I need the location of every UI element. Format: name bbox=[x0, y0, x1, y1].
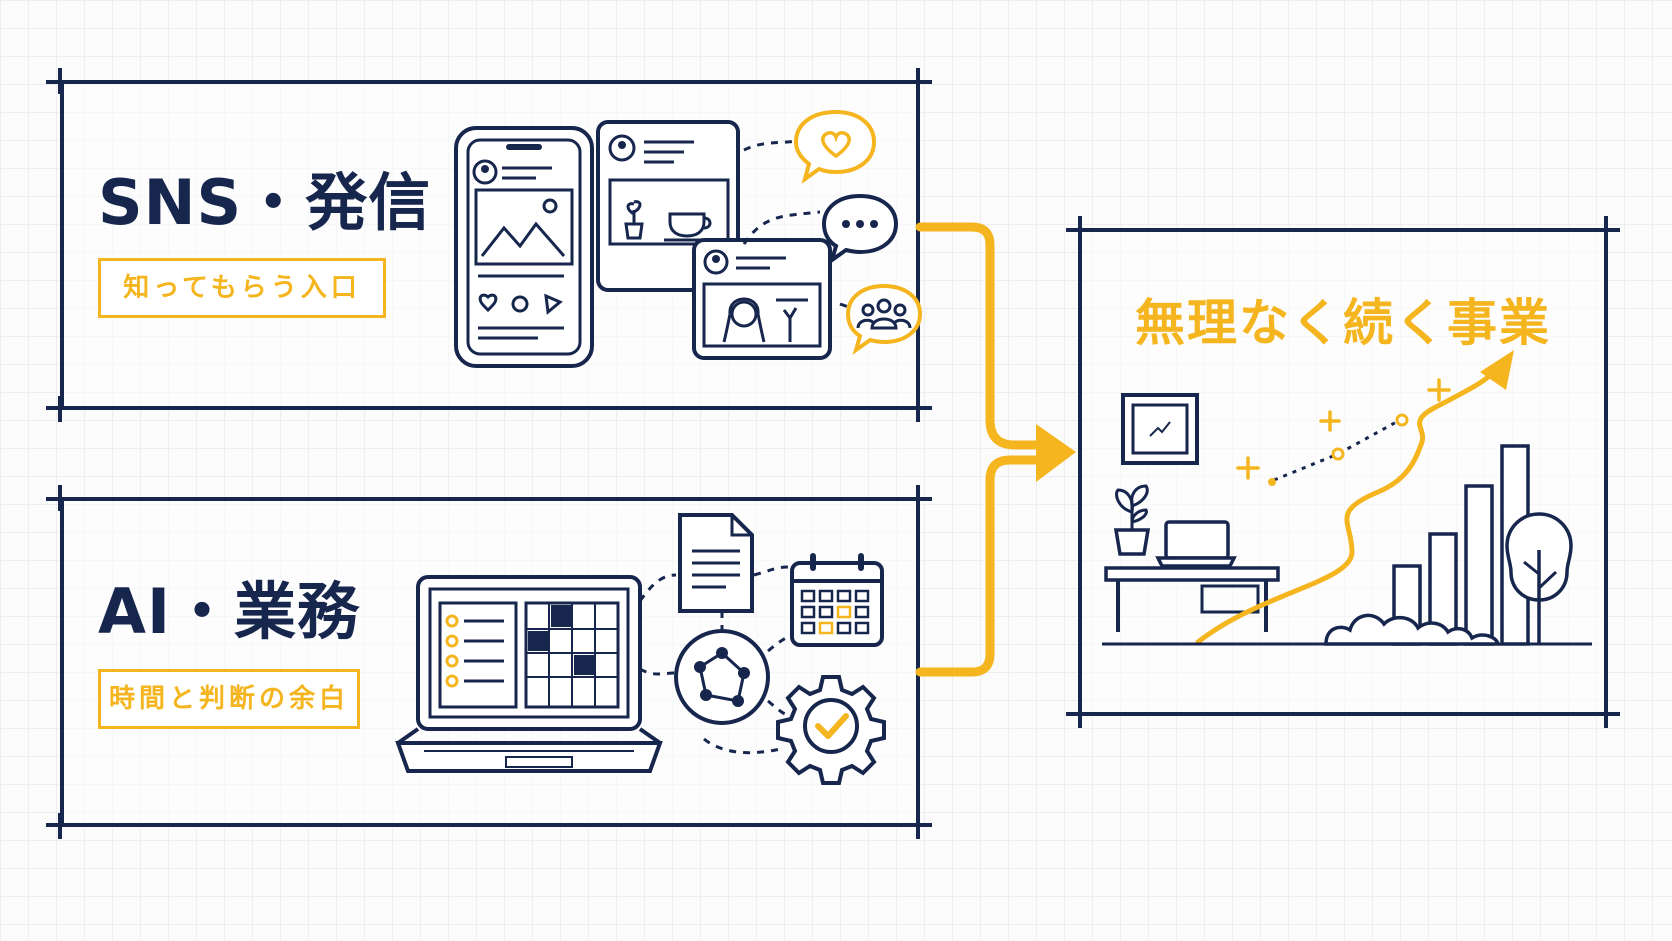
plant-icon bbox=[1113, 484, 1151, 556]
gear-check-icon bbox=[776, 675, 886, 785]
ai-tag: 時間と判断の余白 bbox=[98, 669, 360, 729]
sns-tag: 知ってもらう入口 bbox=[98, 258, 386, 318]
desk-icon bbox=[1104, 520, 1280, 632]
chat-bubble-icon bbox=[821, 193, 899, 265]
ai-connectors bbox=[638, 565, 805, 755]
ai-panel: AI・業務 時間と判断の余白 bbox=[60, 497, 920, 827]
sparkle-icon bbox=[1236, 378, 1451, 480]
bar-chart-icon bbox=[1324, 444, 1530, 646]
sns-title: SNS・発信 bbox=[98, 166, 432, 239]
heart-bubble-icon bbox=[793, 109, 877, 184]
network-icon bbox=[674, 629, 770, 725]
laptop-icon bbox=[395, 575, 663, 773]
smartphone-icon bbox=[454, 126, 594, 368]
picture-frame-icon bbox=[1121, 393, 1199, 465]
tree-icon bbox=[1505, 512, 1573, 644]
calendar-icon bbox=[790, 553, 884, 647]
video-post-icon bbox=[692, 238, 832, 360]
result-panel: 無理なく続く事業 bbox=[1078, 228, 1608, 716]
sns-panel: SNS・発信 知ってもらう入口 bbox=[60, 80, 923, 410]
ai-title: AI・業務 bbox=[98, 575, 361, 648]
result-title: 無理なく続く事業 bbox=[1135, 294, 1551, 352]
document-icon bbox=[678, 513, 754, 613]
community-bubble-icon bbox=[845, 283, 923, 355]
